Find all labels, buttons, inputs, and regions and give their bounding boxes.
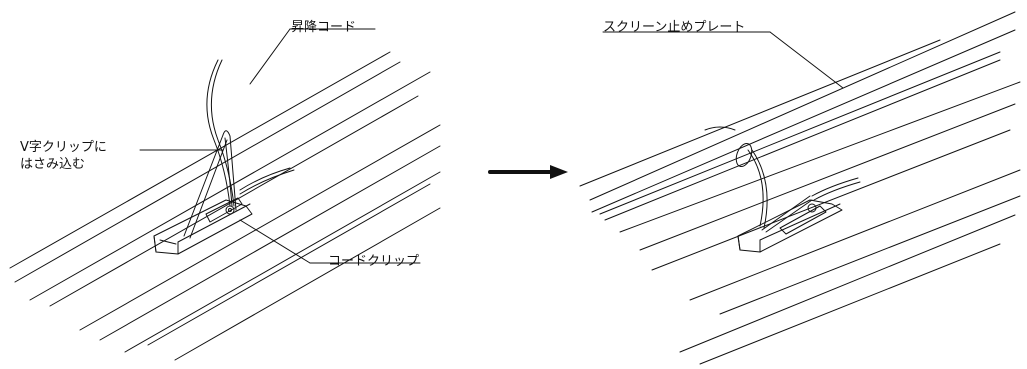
right-raise-cord [704, 126, 861, 233]
left-raise-cord [183, 59, 295, 239]
label-v-clip-line1: V字クリップに [20, 140, 107, 155]
label-cord-clip: コードクリップ [328, 254, 420, 269]
left-leaders [139, 28, 421, 264]
left-clip-block [153, 197, 253, 255]
right-screen-plate [599, 51, 1001, 221]
left-rail-lines [9, 51, 441, 361]
right-clip-block [737, 199, 843, 253]
right-leaders [602, 31, 844, 89]
label-v-clip: V字クリップに はさみ込む [20, 139, 107, 173]
right-rail-lines [579, 11, 1021, 365]
label-raise-cord: 昇降コード [291, 20, 357, 35]
right-arrow-icon [488, 165, 568, 179]
label-v-clip-line2: はさみ込む [20, 157, 86, 172]
label-screen-plate: スクリーン止めプレート [603, 20, 746, 35]
